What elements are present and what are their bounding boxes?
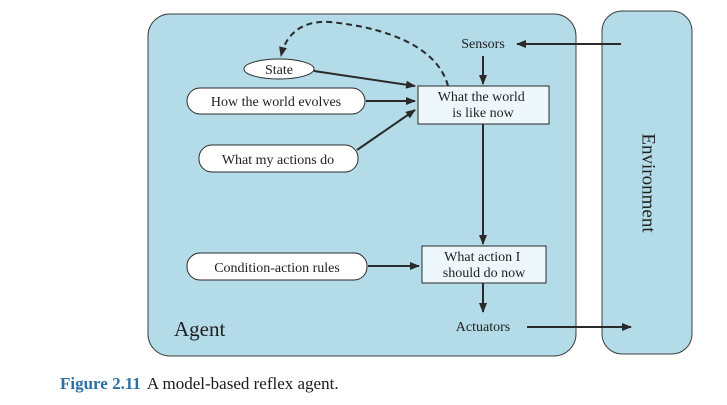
state-oval-label: State bbox=[265, 63, 293, 78]
action-now-box bbox=[421, 245, 547, 284]
sensors-label: Sensors bbox=[461, 37, 505, 52]
world-now-line-2: is like now bbox=[452, 106, 514, 121]
figure-number: Figure 2.11 bbox=[60, 374, 141, 393]
agent-panel bbox=[147, 13, 577, 357]
action-now-label: What action I should do now bbox=[443, 250, 526, 281]
my-actions-label: What my actions do bbox=[222, 153, 334, 168]
my-actions-oval bbox=[198, 144, 359, 173]
my-actions-to-world-arrow bbox=[356, 109, 416, 151]
rules-label: Condition-action rules bbox=[214, 261, 340, 276]
action-now-line-1: What action I bbox=[444, 250, 521, 265]
figure-caption: Figure 2.11 A model-based reflex agent. bbox=[60, 374, 339, 394]
world-evolves-label: How the world evolves bbox=[211, 95, 341, 110]
environment-label: Environment bbox=[638, 133, 659, 233]
world-now-line-1: What the world bbox=[438, 90, 525, 105]
rules-oval bbox=[186, 252, 368, 281]
state-to-world-arrow bbox=[313, 70, 416, 89]
world-evolves-oval bbox=[186, 87, 366, 115]
agent-label: Agent bbox=[174, 317, 225, 341]
actuators-label: Actuators bbox=[456, 320, 510, 335]
world-now-label: What the world is like now bbox=[438, 90, 529, 121]
caption-text: A model-based reflex agent. bbox=[146, 374, 339, 393]
environment-panel bbox=[601, 10, 693, 355]
state-feedback-arc bbox=[279, 20, 449, 87]
state-oval bbox=[243, 58, 315, 80]
action-now-line-2: should do now bbox=[443, 266, 526, 281]
